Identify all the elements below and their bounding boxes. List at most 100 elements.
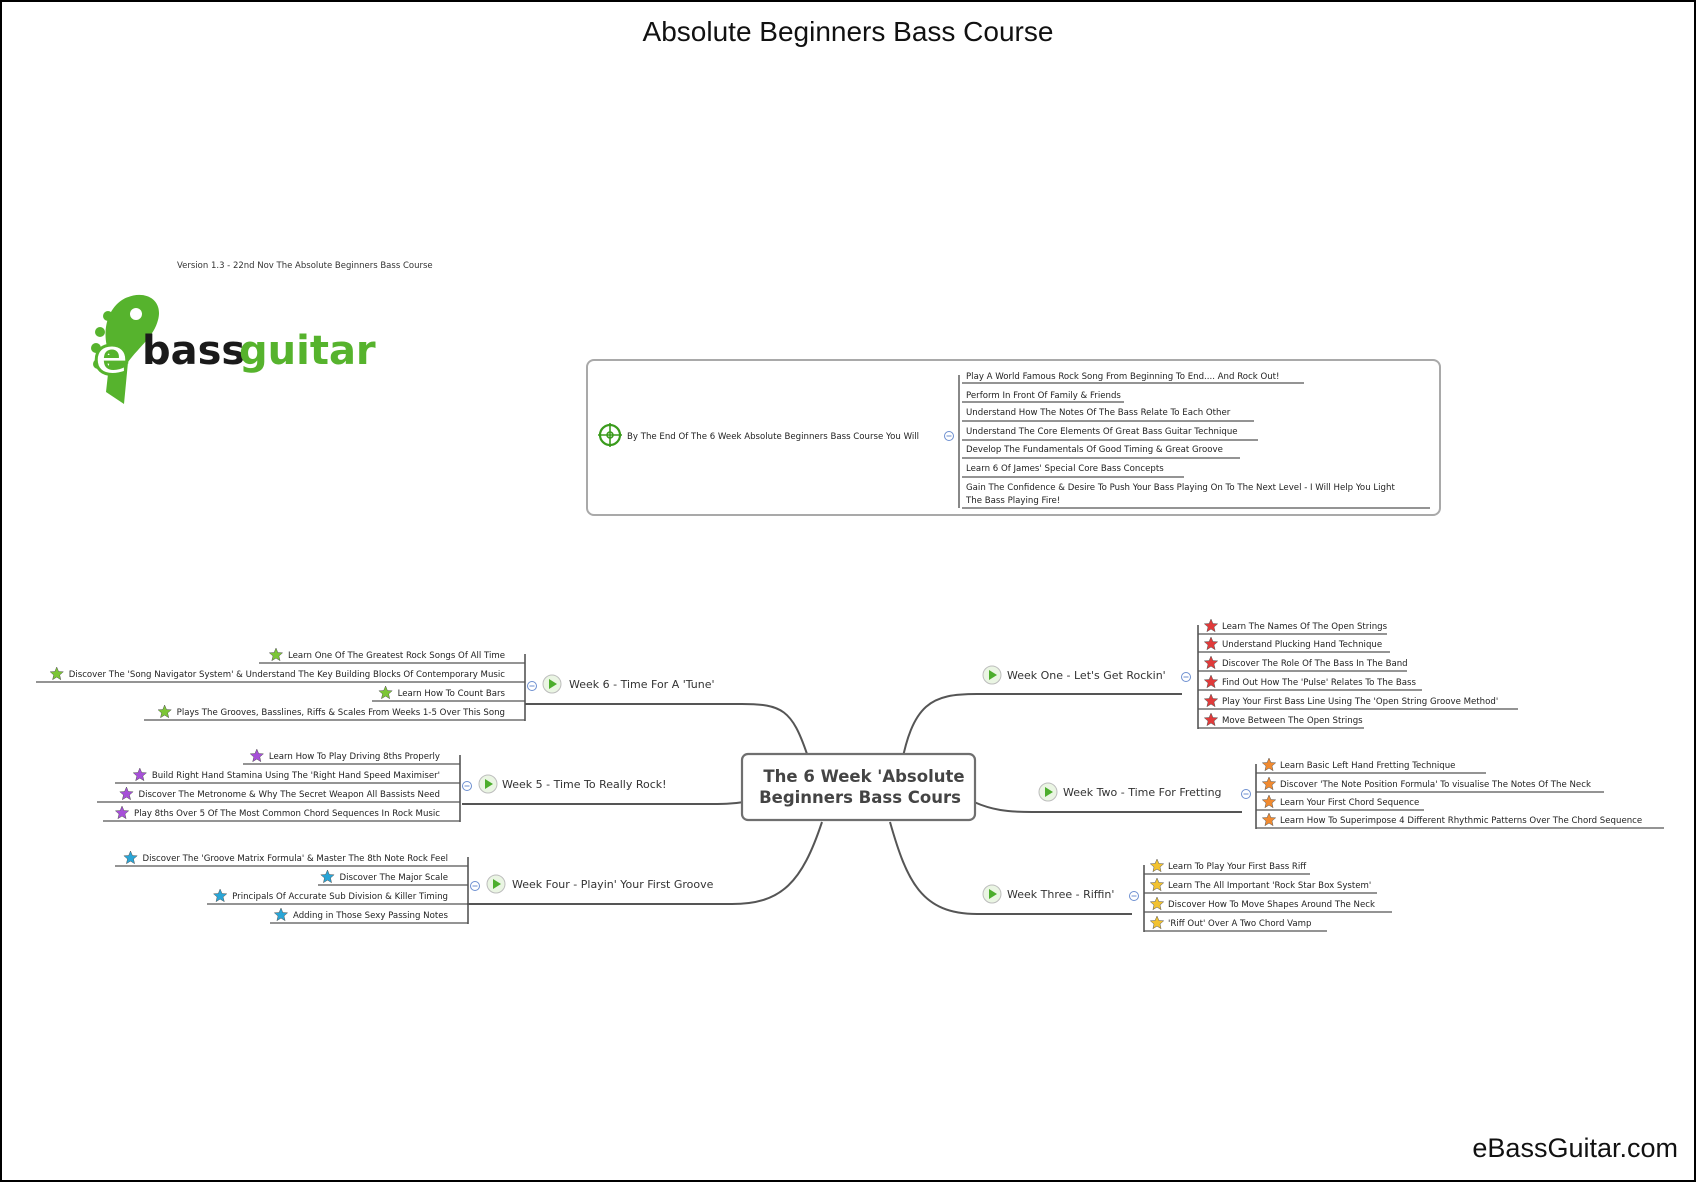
outcomes-root-label: By The End Of The 6 Week Absolute Beginn… (627, 432, 919, 442)
week-item-label: Discover The 'Song Navigator System' & U… (69, 670, 506, 680)
central-title-line2: Beginners Bass Cours (759, 788, 961, 807)
week-item[interactable]: Play 8ths Over 5 Of The Most Common Chor… (103, 805, 460, 822)
week-item-label: Learn How To Superimpose 4 Different Rhy… (1280, 816, 1642, 826)
week-item[interactable]: Learn Your First Chord Sequence (1256, 794, 1424, 811)
week-item[interactable]: Adding in Those Sexy Passing Notes (270, 907, 468, 924)
star-icon (1261, 794, 1277, 809)
outcome-item[interactable]: Develop The Fundamentals Of Good Timing … (962, 445, 1240, 459)
outcomes-topic[interactable]: By The End Of The 6 Week Absolute Beginn… (586, 359, 1441, 516)
star-icon (212, 888, 228, 903)
week-item[interactable]: Learn Basic Left Hand Fretting Technique (1256, 757, 1486, 774)
collapse-toggle[interactable] (470, 881, 480, 891)
week-branch[interactable]: Week Three - Riffin' Learn To Play Your F… (982, 858, 1392, 932)
central-frame (740, 752, 977, 822)
week-item[interactable]: Play Your First Bass Line Using The 'Ope… (1198, 693, 1518, 710)
page-title: Absolute Beginners Bass Course (642, 16, 1054, 47)
week-item[interactable]: Build Right Hand Stamina Using The 'Righ… (115, 767, 460, 784)
week-item-label: Move Between The Open Strings (1222, 716, 1363, 726)
week-item[interactable]: Learn To Play Your First Bass Riff (1144, 858, 1310, 875)
week-item-label: Find Out How The 'Pulse' Relates To The … (1222, 678, 1416, 688)
week-item[interactable]: Find Out How The 'Pulse' Relates To The … (1198, 674, 1422, 691)
week-branch[interactable]: Week One - Let's Get Rockin' Learn The Na… (982, 618, 1518, 729)
week-item-label: Learn How To Count Bars (398, 689, 506, 699)
week-item[interactable]: Discover The Major Scale (318, 869, 468, 886)
week-label: Week 6 - Time For A 'Tune' (569, 678, 715, 691)
week-item-label: Play Your First Bass Line Using The 'Ope… (1222, 697, 1498, 707)
week-item[interactable]: Learn How To Superimpose 4 Different Rhy… (1256, 812, 1664, 829)
week-item[interactable]: Learn How To Count Bars (372, 685, 525, 702)
week-item-label: Learn How To Play Driving 8ths Properly (269, 752, 440, 762)
week-item[interactable]: Learn The All Important 'Rock Star Box S… (1144, 877, 1377, 894)
week-item[interactable]: Plays The Grooves, Basslines, Riffs & Sc… (144, 704, 525, 721)
star-icon (249, 748, 265, 763)
star-icon (320, 869, 335, 884)
week-item[interactable]: Learn How To Play Driving 8ths Properly (243, 748, 460, 765)
week-item[interactable]: Principals Of Accurate Sub Division & Ki… (207, 888, 468, 905)
week-item[interactable]: Discover 'The Note Position Formula' To … (1256, 776, 1604, 793)
footer-brand: eBassGuitar.com (1472, 1133, 1678, 1163)
week-item[interactable]: Learn One Of The Greatest Rock Songs Of … (259, 647, 525, 664)
week-item[interactable]: 'Riff Out' Over A Two Chord Vamp (1144, 915, 1327, 932)
outcome-item[interactable]: Play A World Famous Rock Song From Begin… (962, 372, 1304, 384)
play-icon (478, 774, 498, 794)
week-item-label: Learn Your First Chord Sequence (1280, 798, 1419, 808)
week-item-label: Plays The Grooves, Basslines, Riffs & Sc… (177, 708, 505, 718)
week-branch[interactable]: Week 6 - Time For A 'Tune' Learn One Of T… (36, 647, 715, 721)
svg-text:Gain The Confidence & Desire T: Gain The Confidence & Desire To Push You… (966, 483, 1395, 493)
svg-text:The Bass Playing Fire!: The Bass Playing Fire! (965, 496, 1060, 506)
play-icon (1038, 782, 1058, 802)
star-icon (1203, 655, 1219, 670)
week-item[interactable]: Discover The Metronome & Why The Secret … (97, 786, 460, 803)
week-item-label: 'Riff Out' Over A Two Chord Vamp (1168, 919, 1311, 929)
week-item-label: Discover The Major Scale (339, 873, 448, 883)
week-label: Week Four - Playin' Your First Groove (512, 878, 714, 891)
week-item[interactable]: Discover The 'Song Navigator System' & U… (36, 666, 525, 683)
bass-headstock-icon (91, 294, 160, 404)
week-branch[interactable]: Week Four - Playin' Your First Groove Dis… (115, 850, 714, 924)
week-item[interactable]: Discover The 'Groove Matrix Formula' & M… (115, 850, 468, 867)
collapse-toggle[interactable] (1241, 789, 1251, 799)
svg-text:Understand The Core Elements O: Understand The Core Elements Of Great Ba… (966, 427, 1238, 437)
outcome-item[interactable]: Perform In Front Of Family & Friends (962, 391, 1124, 403)
collapse-toggle[interactable] (1129, 891, 1139, 901)
star-icon (1149, 877, 1165, 892)
star-icon (378, 685, 393, 700)
collapse-toggle[interactable] (1181, 672, 1191, 682)
week-item-label: Discover The Metronome & Why The Secret … (138, 790, 440, 800)
outcome-item[interactable]: Learn 6 Of James' Special Core Bass Conc… (962, 464, 1184, 478)
star-icon (1203, 636, 1219, 651)
week-item[interactable]: Move Between The Open Strings (1198, 712, 1364, 729)
week-item-label: Learn To Play Your First Bass Riff (1168, 862, 1307, 872)
week-item[interactable]: Discover The Role Of The Bass In The Ban… (1198, 655, 1408, 672)
star-icon (157, 704, 172, 719)
svg-text:Learn 6 Of James' Special Core: Learn 6 Of James' Special Core Bass Conc… (966, 464, 1164, 474)
week-branch[interactable]: Week Two - Time For Fretting Learn Basic … (1038, 757, 1664, 829)
star-icon (123, 850, 138, 865)
svg-text:Understand How The Notes Of Th: Understand How The Notes Of The Bass Rel… (966, 408, 1231, 418)
week-item[interactable]: Learn The Names Of The Open Strings (1198, 618, 1388, 635)
play-icon (982, 884, 1002, 904)
week-label: Week One - Let's Get Rockin' (1007, 669, 1166, 682)
star-icon (114, 805, 130, 820)
week-item[interactable]: Discover How To Move Shapes Around The N… (1144, 896, 1392, 913)
central-topic[interactable]: The 6 Week 'Absolute Beginners Bass Cour… (740, 752, 977, 822)
outcome-item[interactable]: Understand How The Notes Of The Bass Rel… (962, 408, 1254, 422)
outcome-item[interactable]: Understand The Core Elements Of Great Ba… (962, 427, 1258, 441)
week-item-label: Learn The All Important 'Rock Star Box S… (1168, 881, 1371, 891)
week-item-label: Discover The 'Groove Matrix Formula' & M… (143, 854, 448, 864)
collapse-toggle[interactable] (527, 681, 537, 691)
star-icon (268, 647, 284, 662)
collapse-toggle[interactable] (944, 431, 954, 441)
logo-e: e (94, 327, 129, 387)
week-item[interactable]: Understand Plucking Hand Technique (1198, 636, 1390, 653)
star-icon (1203, 618, 1219, 633)
week-label: Week Two - Time For Fretting (1063, 786, 1222, 799)
logo-bass: bass (142, 328, 245, 374)
star-icon (1149, 915, 1165, 930)
week-label: Week Three - Riffin' (1007, 888, 1114, 901)
outcome-item[interactable]: Gain The Confidence & Desire To Push You… (962, 483, 1430, 509)
collapse-toggle[interactable] (462, 781, 472, 791)
week-branch[interactable]: Week 5 - Time To Really Rock!Learn How T… (97, 748, 667, 822)
star-icon (1261, 757, 1277, 772)
